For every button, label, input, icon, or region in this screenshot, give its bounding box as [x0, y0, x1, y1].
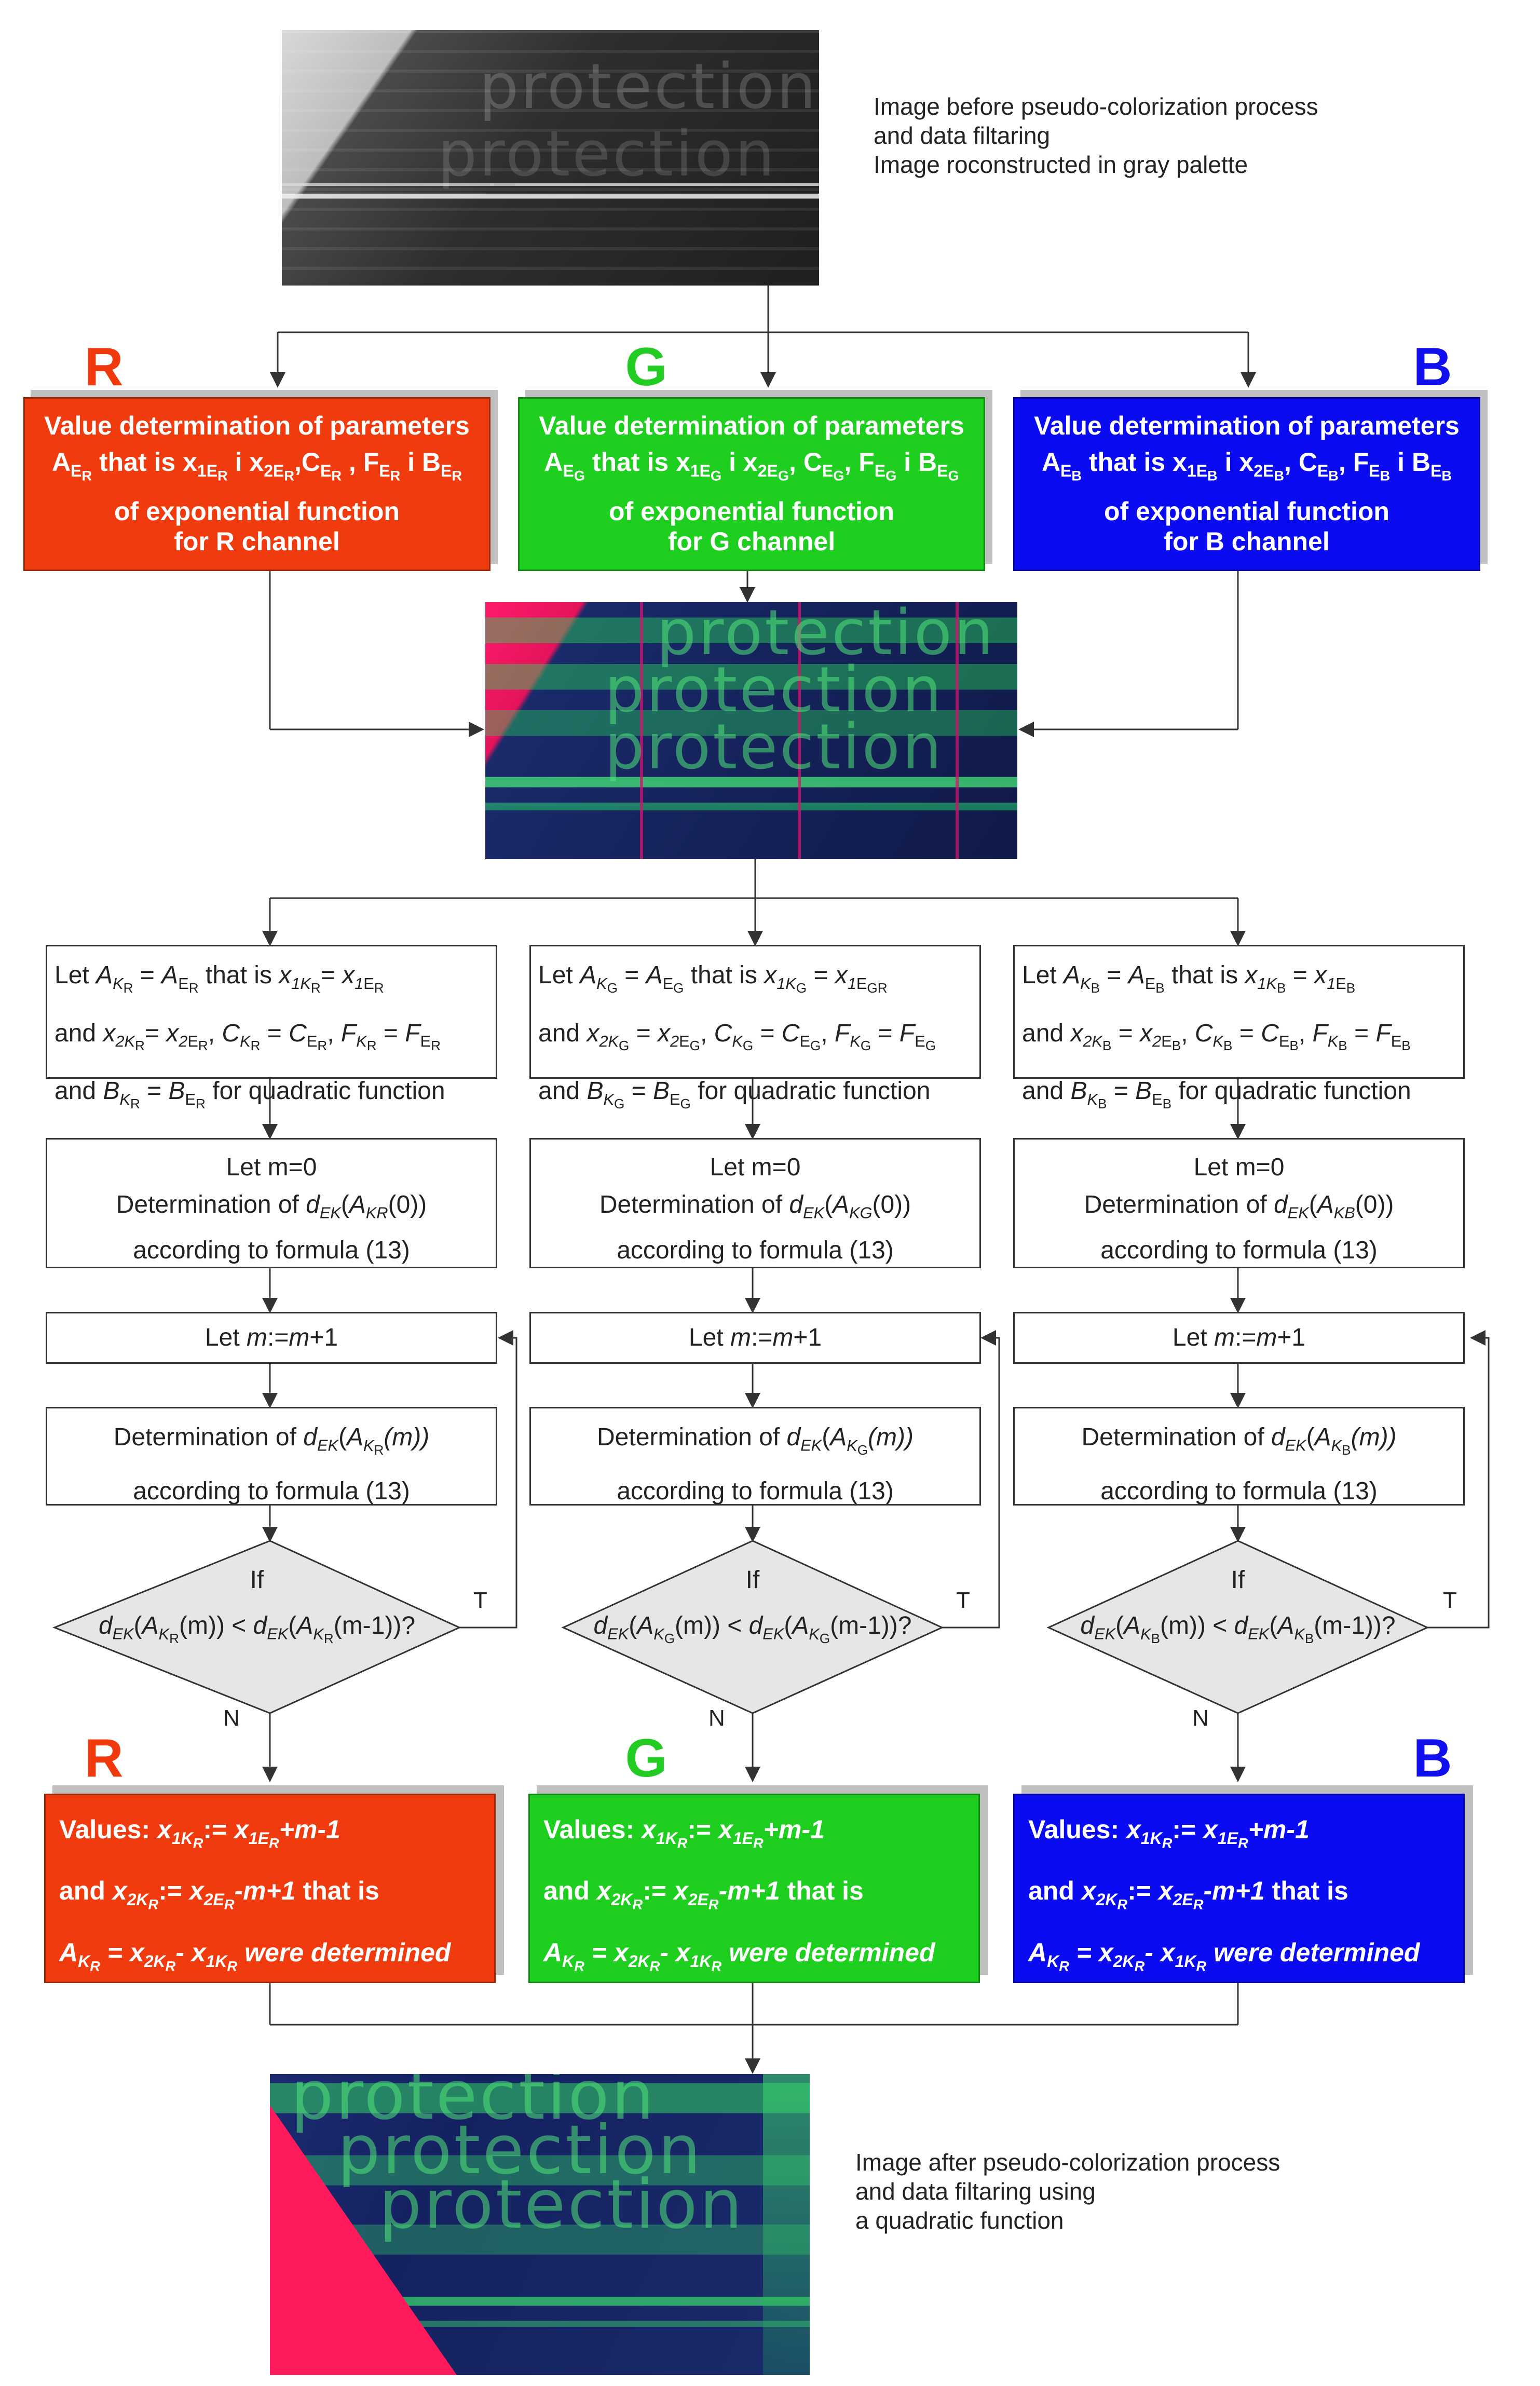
param-box-g: Value determination of parameters AEG th… — [518, 397, 985, 571]
top-note: Image before pseudo-colorization process… — [874, 92, 1318, 179]
output-image-green-edge — [763, 2074, 810, 2375]
bottom-note-line-2: and data filtaring using — [855, 2178, 1096, 2205]
init-line-1: Let m=0 — [710, 1154, 801, 1181]
iter-box-r: Determination of dEK(AKR(m)) according t… — [46, 1407, 497, 1506]
iter-box-g: Determination of dEK(AKG(m)) according t… — [529, 1407, 981, 1506]
branch-true-b: T — [1443, 1588, 1457, 1613]
image-word-final-3: protection — [379, 2165, 745, 2244]
param-formula: AEG that is x1EG i x2EG, CEG, FEG i BEG — [544, 448, 959, 484]
init-line-1: Let m=0 — [226, 1154, 317, 1181]
init-line-2: Determination of dEK(AKB(0)) — [1084, 1191, 1394, 1222]
let-box-b: Let AKB = AEB that is x1KB = x1EB and x2… — [1013, 945, 1465, 1111]
image-word-mid-2: protection — [605, 654, 944, 726]
channel-letter-g-top: G — [625, 337, 667, 397]
values-box-r: Values: x1KR:= x1ER+m-1 and x2KR:= x2ER-… — [44, 1794, 496, 1983]
init-line-1: Let m=0 — [1193, 1154, 1285, 1181]
incr-box-b: Let m:=m+1 — [1013, 1312, 1465, 1364]
iter-box-b: Determination of dEK(AKB(m)) according t… — [1013, 1407, 1465, 1506]
param-title: Value determination of parameters — [1034, 411, 1460, 440]
init-line-2: Determination of dEK(AKR(0)) — [116, 1191, 427, 1222]
init-line-3: according to formula (13) — [1100, 1236, 1378, 1264]
init-line-3: according to formula (13) — [133, 1236, 410, 1264]
iter-line-2: according to formula (13) — [133, 1477, 410, 1505]
param-footer: for B channel — [1164, 527, 1330, 557]
iter-line-2: according to formula (13) — [617, 1477, 894, 1505]
values-box-b: Values: x1KR:= x1ER+m-1 and x2KR:= x2ER-… — [1013, 1794, 1465, 1983]
param-footer: for G channel — [667, 527, 836, 557]
iter-line-1: Determination of dEK(AKB(m)) — [1081, 1424, 1397, 1458]
param-title: Value determination of parameters — [44, 411, 470, 440]
decision-diamond-b — [1046, 1540, 1429, 1714]
let-box-r: Let AKR = AER that is x1KR= x1ER and x2K… — [46, 945, 497, 1111]
channel-letter-g-bottom: G — [625, 1728, 667, 1788]
iter-line-2: according to formula (13) — [1100, 1477, 1378, 1505]
pseudocolor-output-image: protection protection protection — [270, 2074, 810, 2375]
let-box-g: Let AKG = AEG that is x1KG = x1EGR and x… — [529, 945, 981, 1111]
channel-letter-r-bottom: R — [84, 1728, 124, 1788]
top-note-line-3: Image roconstructed in gray palette — [874, 151, 1248, 178]
param-footer: for R channel — [174, 527, 340, 557]
param-exp: of exponential function — [114, 497, 400, 526]
top-note-line-1: Image before pseudo-colorization process — [874, 93, 1318, 120]
bottom-note: Image after pseudo-colorization process … — [855, 2148, 1280, 2235]
init-box-g: Let m=0 Determination of dEK(AKG(0)) acc… — [529, 1138, 981, 1268]
branch-false-g: N — [708, 1705, 725, 1731]
grayscale-input-image: protection protection — [282, 30, 819, 286]
param-title: Value determination of parameters — [539, 411, 964, 440]
bottom-note-line-3: a quadratic function — [855, 2207, 1064, 2234]
param-formula: AER that is x1ER i x2ER,CER , FER i BER — [51, 448, 462, 484]
iter-line-1: Determination of dEK(AKR(m)) — [113, 1424, 430, 1458]
values-box-g: Values: x1KR:= x1ER+m-1 and x2KR:= x2ER-… — [528, 1794, 980, 1983]
param-box-r: Value determination of parameters AER th… — [23, 397, 490, 571]
image-word-mid-3: protection — [605, 711, 944, 783]
param-exp: of exponential function — [609, 497, 894, 526]
incr-box-r: Let m:=m+1 — [46, 1312, 497, 1364]
channel-letter-b-top: B — [1413, 337, 1452, 397]
decision-diamond-g — [561, 1540, 944, 1714]
init-line-2: Determination of dEK(AKG(0)) — [599, 1191, 911, 1222]
channel-letter-b-bottom: B — [1413, 1728, 1452, 1788]
param-box-b: Value determination of parameters AEB th… — [1013, 397, 1480, 571]
decision-text-b: If dEK(AKB(m)) < dEK(AKB(m-1))? — [1080, 1566, 1396, 1646]
image-word-final-2: protection — [337, 2110, 703, 2189]
branch-false-b: N — [1192, 1705, 1209, 1731]
pseudocolor-intermediate-image: protection protection protection — [485, 602, 1017, 859]
init-line-3: according to formula (13) — [617, 1236, 894, 1264]
decision-text-r: If dEK(AKR(m)) < dEK(AKR(m-1))? — [98, 1566, 416, 1646]
image-word-final-1: protection — [291, 2074, 657, 2135]
decision-text-g: If dEK(AKG(m)) < dEK(AKG(m-1))? — [593, 1566, 912, 1646]
branch-false-r: N — [223, 1705, 240, 1731]
image-word-gray-2: protection — [438, 118, 777, 191]
incr-box-g: Let m:=m+1 — [529, 1312, 981, 1364]
bottom-note-line-1: Image after pseudo-colorization process — [855, 2149, 1280, 2176]
param-formula: AEB that is x1EB i x2EB, CEB, FEB i BEB — [1041, 448, 1452, 484]
param-exp: of exponential function — [1104, 497, 1389, 526]
image-word-gray: protection — [479, 51, 819, 123]
branch-true-g: T — [956, 1588, 970, 1613]
output-image-red-region — [270, 2105, 457, 2375]
iter-line-1: Determination of dEK(AKG(m)) — [597, 1424, 914, 1458]
channel-letter-r-top: R — [84, 337, 124, 397]
top-note-line-2: and data filtaring — [874, 122, 1051, 149]
init-box-r: Let m=0 Determination of dEK(AKR(0)) acc… — [46, 1138, 497, 1268]
init-box-b: Let m=0 Determination of dEK(AKB(0)) acc… — [1013, 1138, 1465, 1268]
branch-true-r: T — [473, 1588, 487, 1613]
image-word-mid-1: protection — [657, 602, 996, 669]
decision-diamond-r — [52, 1540, 461, 1714]
